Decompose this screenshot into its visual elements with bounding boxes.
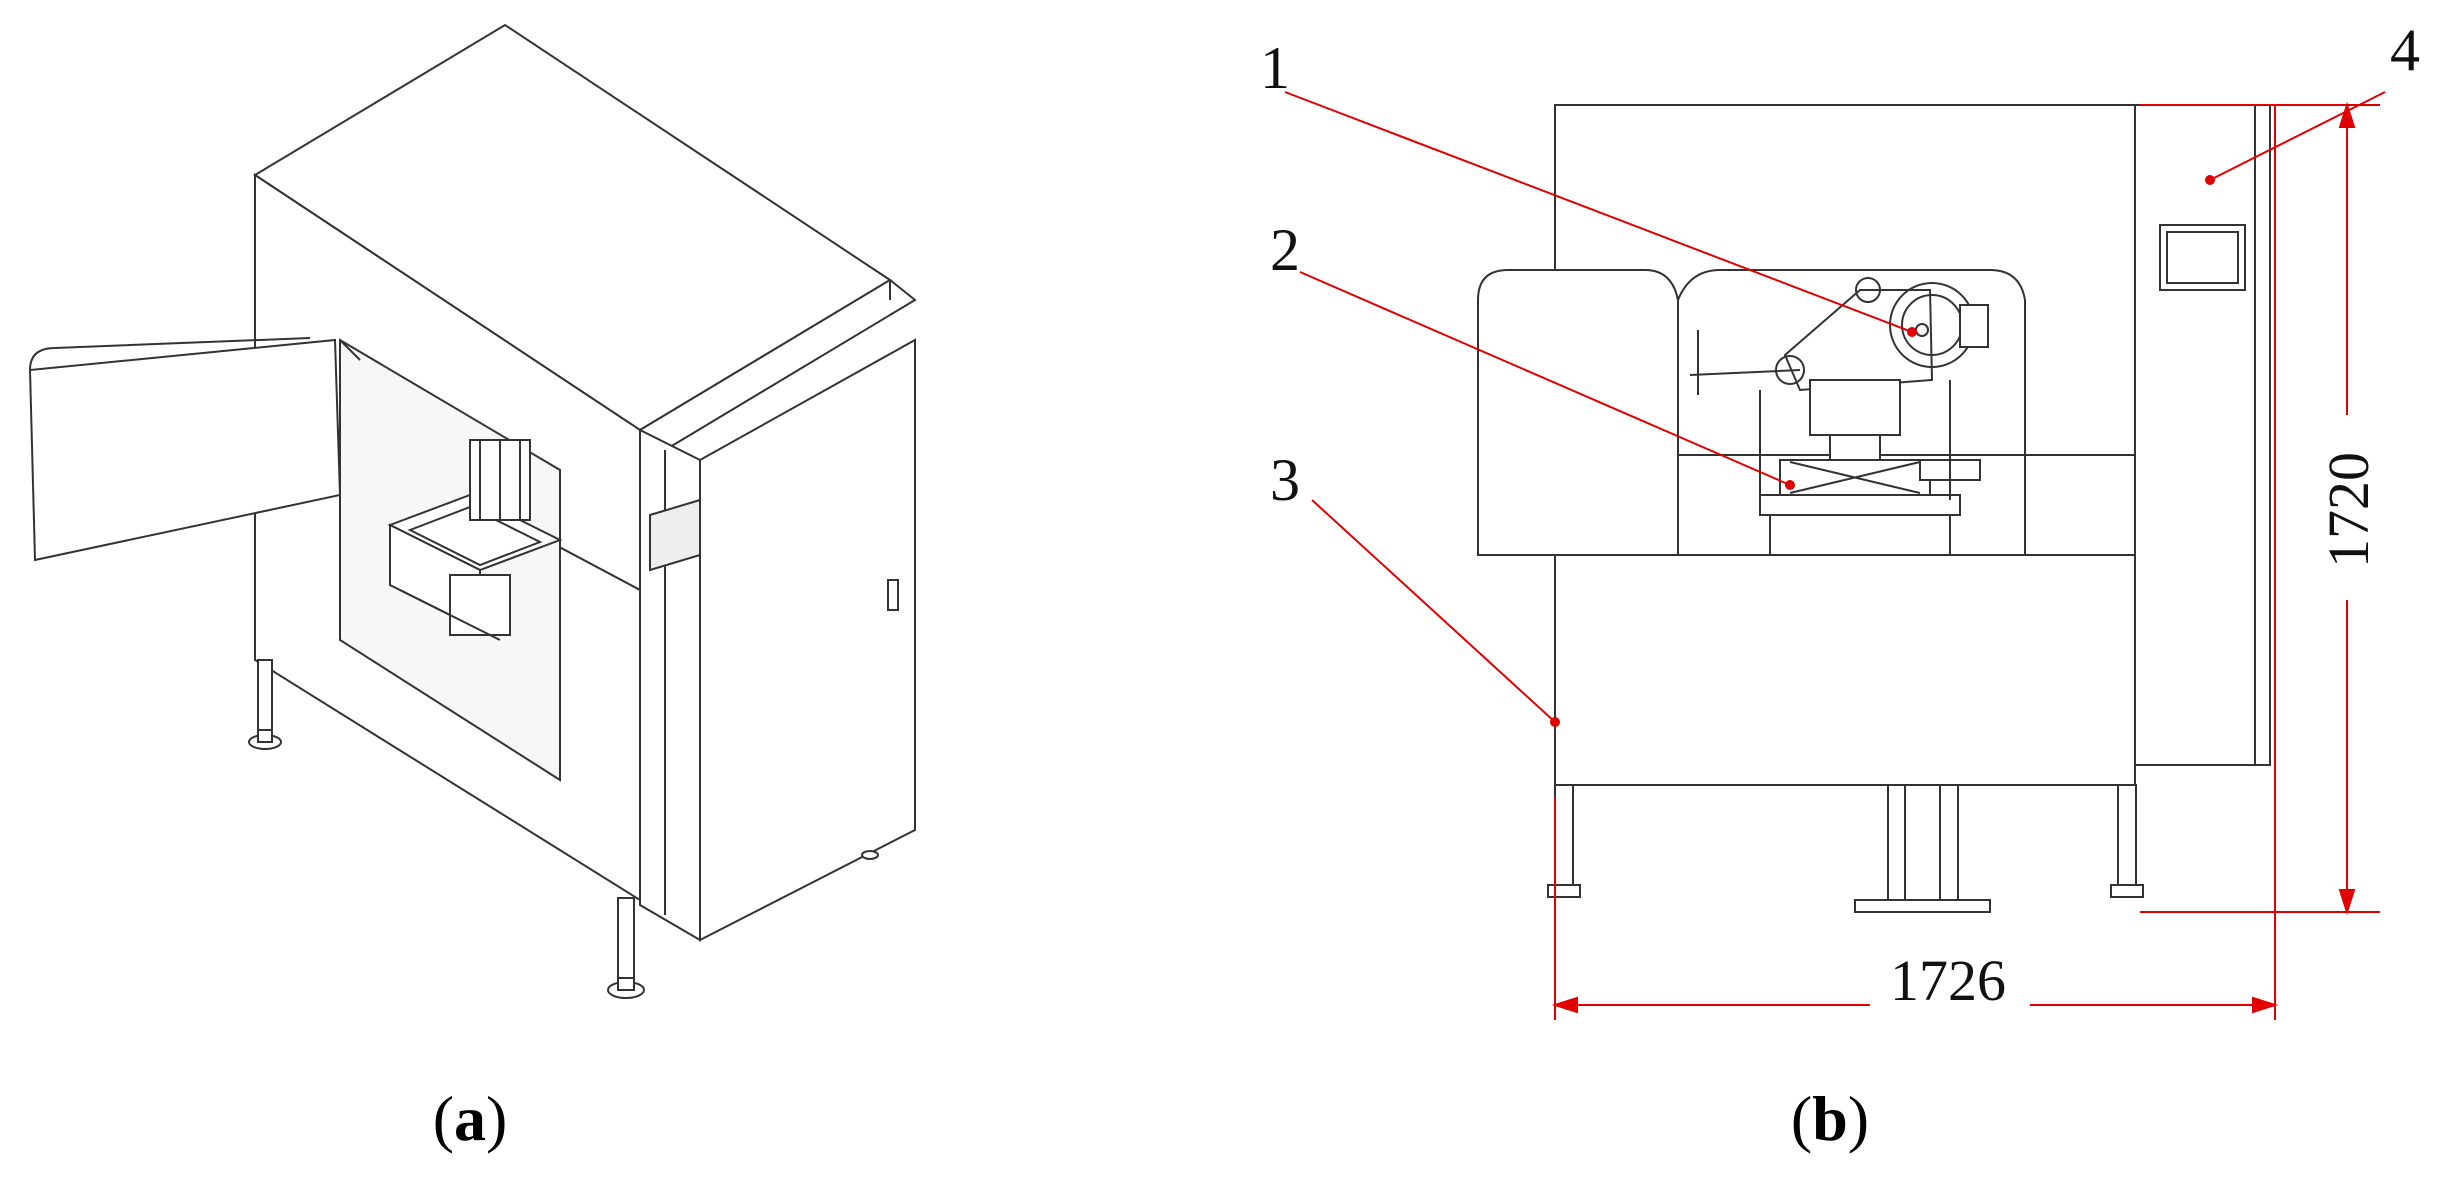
cabinet-side: [699, 338, 916, 942]
panel-b-caption: (b): [1791, 1083, 1869, 1154]
center-stand: [1887, 784, 1959, 901]
leg-left: [1554, 784, 1574, 886]
panel-a-isometric-drawing: [28, 23, 917, 999]
leg-right: [2117, 784, 2137, 886]
callout-leaders: [1284, 91, 2386, 727]
panel-a-caption: (a): [433, 1083, 508, 1154]
mechanism: [1689, 277, 1989, 556]
callout-2: 2: [1270, 217, 1300, 283]
callout-4: 4: [2390, 17, 2420, 83]
panel-b-front-view: [1477, 104, 2271, 913]
control-cabinet: [2134, 104, 2271, 766]
open-door: [28, 338, 342, 562]
callout-3: 3: [1270, 447, 1300, 513]
door-handle: [887, 579, 899, 611]
left-housing: [1477, 269, 1679, 556]
callout-1: 1: [1260, 35, 1290, 101]
dimension-width: 1726: [1890, 948, 2006, 1013]
dimension-lines: [1551, 101, 2380, 1020]
screen: [649, 498, 701, 572]
dimension-height: 1720: [2316, 452, 2381, 568]
leg-front: [617, 897, 635, 979]
leg-back-left: [257, 659, 273, 731]
